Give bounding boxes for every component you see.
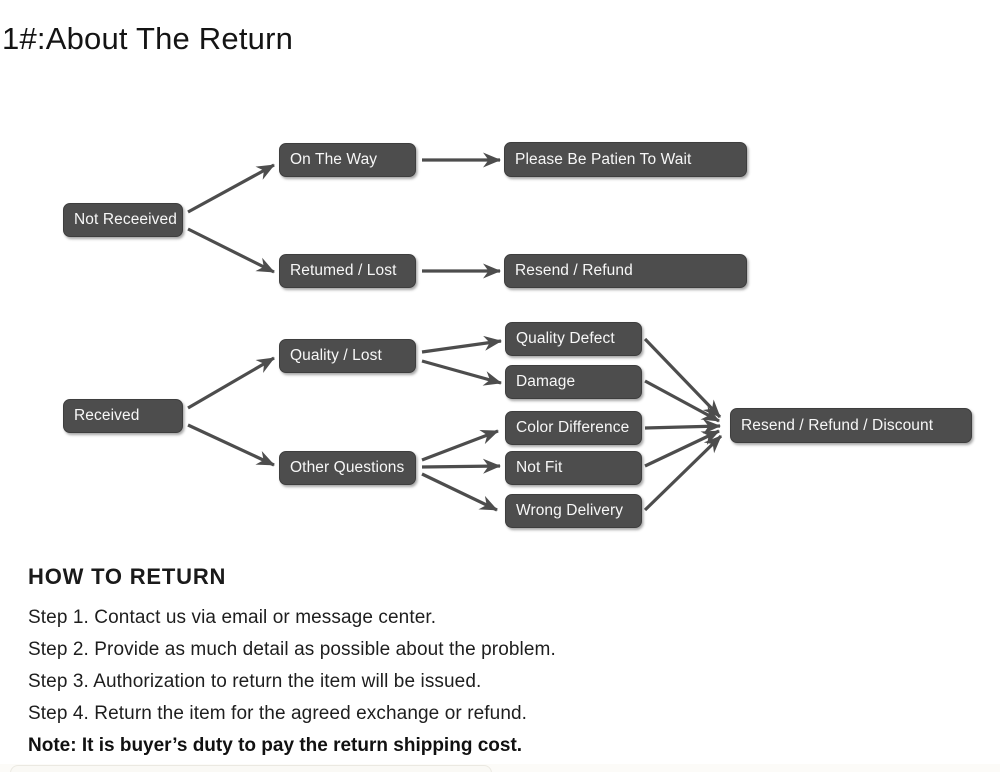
how-to-return-heading: HOW TO RETURN [28, 564, 227, 589]
flow-node-returned-lost: Retumed / Lost [279, 254, 416, 288]
flow-node-wrong-delivery: Wrong Delivery [505, 494, 642, 528]
page-title: 1#:About The Return [2, 21, 294, 56]
flow-node-on-the-way: On The Way [279, 143, 416, 177]
flow-node-quality-lost: Quality / Lost [279, 339, 416, 373]
flow-node-quality-defect: Quality Defect [505, 322, 642, 356]
next-section-edge [10, 765, 492, 772]
flow-node-not-fit: Not Fit [505, 451, 642, 485]
return-step-3: Step 3. Authorization to return the item… [28, 671, 482, 692]
flow-node-please-be-patient: Please Be Patien To Wait [504, 142, 747, 177]
return-step-1: Step 1. Contact us via email or message … [28, 607, 437, 628]
flow-node-resend-refund: Resend / Refund [504, 254, 747, 288]
next-section-band [0, 764, 1000, 772]
flow-node-color-difference: Color Difference [505, 411, 642, 445]
return-step-4: Step 4. Return the item for the agreed e… [28, 703, 528, 724]
flow-node-other-questions: Other Questions [279, 451, 416, 485]
how-to-return-section: HOW TO RETURN Step 1. Contact us via ema… [28, 564, 556, 762]
flow-node-resend-refund-discount: Resend / Refund / Discount [730, 408, 972, 443]
return-note: Note: It is buyer’s duty to pay the retu… [28, 735, 523, 756]
flow-node-damage: Damage [505, 365, 642, 399]
return-step-2: Step 2. Provide as much detail as possib… [28, 639, 556, 660]
flow-node-not-received: Not Receeived [63, 203, 183, 237]
flow-node-received: Received [63, 399, 183, 433]
